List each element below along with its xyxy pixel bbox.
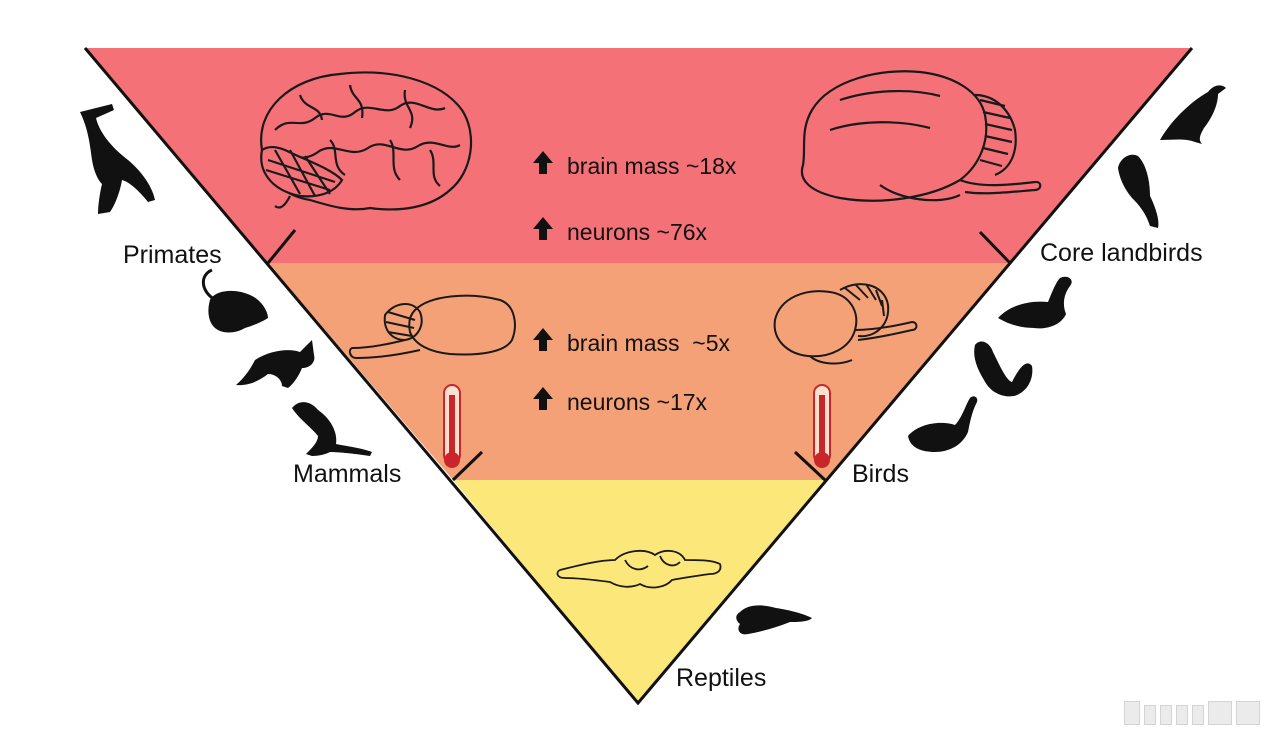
crow-icon bbox=[1160, 85, 1226, 144]
rooster-icon bbox=[974, 341, 1033, 397]
tick-birds bbox=[793, 450, 827, 482]
middle-band bbox=[268, 263, 1010, 480]
top-band-brain-mass: brain mass ~18x bbox=[567, 153, 737, 179]
tick-mammals bbox=[451, 450, 484, 482]
thermometer-icon bbox=[813, 384, 831, 468]
fox-icon bbox=[236, 340, 315, 388]
watermark bbox=[1124, 701, 1260, 725]
mammal-brain-icon bbox=[348, 294, 516, 360]
chimpanzee-icon bbox=[80, 104, 155, 214]
tick-core-landbirds bbox=[978, 230, 1012, 265]
goose-icon bbox=[998, 276, 1072, 329]
label-primates: Primates bbox=[123, 241, 222, 269]
up-arrow-icon bbox=[533, 328, 553, 351]
triangle-outline bbox=[83, 47, 1194, 706]
label-core-landbirds: Core landbirds bbox=[1040, 239, 1203, 267]
up-arrow-icon bbox=[533, 151, 553, 174]
top-band-neurons: neurons ~76x bbox=[567, 219, 708, 245]
kangaroo-icon bbox=[292, 402, 372, 456]
rat-icon bbox=[201, 268, 268, 333]
middle-band-brain-mass: brain mass ~5x bbox=[567, 330, 730, 356]
corvid-brain-icon bbox=[800, 70, 1042, 202]
up-arrow-icon bbox=[533, 217, 553, 240]
lizard-icon bbox=[736, 605, 812, 635]
tick-primates bbox=[266, 229, 297, 264]
middle-band-neurons: neurons ~17x bbox=[567, 389, 708, 415]
reptile-brain-icon bbox=[556, 549, 722, 589]
parrot-icon bbox=[1118, 154, 1159, 228]
thermometer-icon bbox=[443, 384, 461, 468]
label-mammals: Mammals bbox=[293, 460, 401, 488]
primate-brain-icon bbox=[260, 71, 473, 211]
bottom-band bbox=[453, 480, 825, 703]
bird-brain-icon bbox=[773, 283, 918, 365]
ostrich-icon bbox=[908, 396, 978, 452]
label-reptiles: Reptiles bbox=[676, 664, 766, 692]
label-birds: Birds bbox=[852, 460, 909, 488]
up-arrow-icon bbox=[533, 387, 553, 410]
